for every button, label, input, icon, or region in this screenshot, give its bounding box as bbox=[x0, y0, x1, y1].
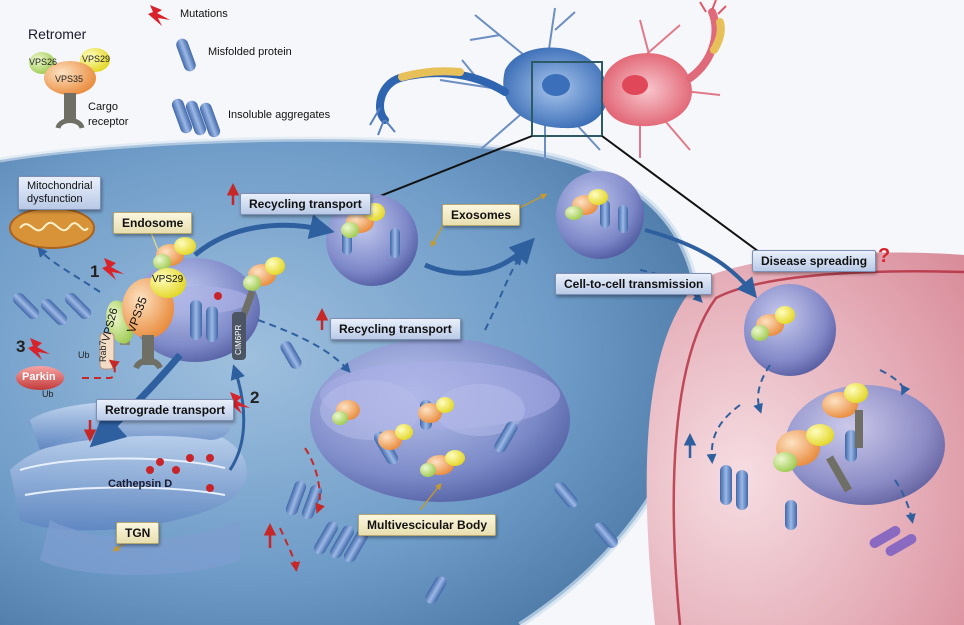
label-vps29-main: VPS29 bbox=[152, 274, 184, 285]
tgn-golgi bbox=[10, 401, 247, 575]
retromer-complexes bbox=[120, 189, 868, 493]
mvb-red-cell bbox=[785, 385, 945, 505]
label-ub-1: Ub bbox=[78, 350, 90, 360]
legend-vps26: VPS26 bbox=[29, 57, 58, 67]
label-disease-spreading: Disease spreading bbox=[752, 250, 877, 272]
label-cell-to-cell-transmission: Cell-to-cell transmission bbox=[555, 273, 713, 295]
neuron-pair bbox=[369, 0, 727, 160]
cim6pr-shape bbox=[232, 312, 246, 360]
label-retrograde-transport: Retrograde transport bbox=[96, 399, 235, 421]
legend-vps35: VPS35 bbox=[55, 74, 84, 84]
label-parkin: Parkin bbox=[22, 371, 56, 383]
label-multivesicular-body: Multivescicular Body bbox=[358, 514, 497, 536]
legend-insoluble-aggregates: Insoluble aggregates bbox=[228, 109, 331, 121]
label-mitochondrial-dysfunction: Mitochondrial dysfunction bbox=[18, 176, 102, 210]
mitochondrion bbox=[9, 207, 95, 249]
vesicle-red-cell bbox=[744, 284, 836, 376]
legend-misfolded-protein: Misfolded protein bbox=[208, 46, 292, 58]
legend-mutations: Mutations bbox=[180, 8, 228, 20]
marker-3: 3 bbox=[16, 337, 26, 356]
marker-2: 2 bbox=[250, 388, 260, 407]
legend-cargo-receptor: Cargo receptor bbox=[88, 101, 129, 128]
zoom-line-left bbox=[369, 135, 533, 201]
cathepsin-dots bbox=[146, 454, 214, 492]
marker-1: 1 bbox=[90, 262, 100, 281]
label-cathepsin-d: Cathepsin D bbox=[108, 478, 173, 490]
multivesicular-body bbox=[310, 338, 570, 502]
legend-retromer-title: Retromer bbox=[28, 26, 87, 42]
label-tgn: TGN bbox=[116, 522, 160, 544]
legend-graphics bbox=[29, 38, 221, 138]
zoom-line-right bbox=[601, 135, 771, 261]
label-rab7: Rab7 bbox=[98, 340, 108, 362]
parkin-shape bbox=[16, 366, 64, 390]
label-exosomes: Exosomes bbox=[442, 204, 521, 226]
label-ub-2: Ub bbox=[42, 389, 54, 399]
label-cim6pr: CIM6PR bbox=[234, 324, 243, 355]
mutation-bolts bbox=[28, 5, 250, 414]
misfolded-proteins bbox=[12, 200, 917, 604]
zoom-box bbox=[531, 61, 603, 137]
label-recycling-transport-mid: Recycling transport bbox=[330, 318, 461, 340]
label-recycling-transport-top: Recycling transport bbox=[240, 193, 371, 215]
legend-vps29: VPS29 bbox=[82, 54, 111, 64]
label-question-mark: ? bbox=[878, 245, 891, 267]
red-up-arrows bbox=[83, 183, 697, 548]
label-endosome: Endosome bbox=[113, 212, 193, 234]
retromer-main bbox=[106, 268, 186, 370]
